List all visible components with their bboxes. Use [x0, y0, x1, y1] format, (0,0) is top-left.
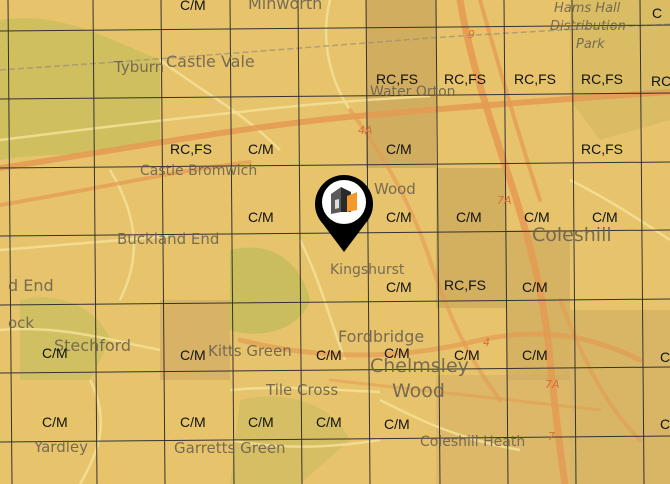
shaded-cell: [436, 168, 506, 308]
grid-cell-label[interactable]: C/M: [180, 0, 206, 13]
grid-cell-label[interactable]: RC,FS: [581, 141, 623, 157]
grid-cell-label[interactable]: RC,FS: [444, 71, 486, 87]
grid-cell-label[interactable]: C/M: [384, 416, 410, 432]
grid-cell-label[interactable]: C/M: [180, 347, 206, 363]
grid-line-horizontal: [0, 92, 670, 100]
road-number-label: 9: [468, 28, 475, 41]
shaded-cell: [570, 310, 670, 484]
grid-cell-label[interactable]: C/M: [386, 279, 412, 295]
grid-line-vertical: [503, 0, 509, 484]
grid-line-vertical: [571, 0, 577, 484]
location-pin-marker[interactable]: [311, 172, 377, 254]
grid-cell-label[interactable]: C/M: [456, 209, 482, 225]
grid-line-vertical: [297, 0, 303, 484]
park-area: [20, 297, 110, 380]
road-number-label: 4A: [358, 124, 373, 137]
grid-line-vertical: [7, 0, 13, 484]
grid-cell-label[interactable]: RC,FS: [581, 71, 623, 87]
grid-cell-label[interactable]: C: [660, 349, 670, 365]
grid-cell-label[interactable]: C: [652, 5, 663, 21]
grid-line-vertical: [639, 0, 645, 484]
grid-cell-label[interactable]: C/M: [386, 209, 412, 225]
shaded-cell: [506, 230, 570, 380]
road-number-label: 7: [548, 430, 555, 443]
park-area: [570, 0, 670, 140]
grid-cell-label[interactable]: C/M: [42, 414, 68, 430]
grid-cell-label[interactable]: C/M: [248, 209, 274, 225]
grid-line-horizontal: [0, 24, 670, 32]
grid-line-vertical: [365, 0, 371, 484]
grid-line-horizontal: [0, 161, 670, 169]
grid-cell-label[interactable]: RC,FS: [376, 71, 418, 87]
shaded-cell: [160, 300, 230, 380]
grid-cell-label[interactable]: C/M: [454, 347, 480, 363]
grid-line-vertical: [229, 0, 235, 484]
grid-cell-label[interactable]: C/M: [522, 347, 548, 363]
house-pin-icon: [315, 175, 373, 252]
grid-line-vertical: [160, 0, 166, 484]
grid-cell-label[interactable]: C: [660, 416, 670, 432]
park-area: [230, 247, 310, 334]
grid-cell-label[interactable]: C/M: [316, 414, 342, 430]
grid-cell-label[interactable]: RC: [651, 73, 670, 89]
grid-cell-label[interactable]: RC,FS: [444, 277, 486, 293]
road-number-label: 4: [483, 336, 490, 349]
grid-line-horizontal: [0, 435, 670, 443]
grid-cell-label[interactable]: C/M: [592, 209, 618, 225]
grid-cell-label[interactable]: C/M: [248, 141, 274, 157]
grid-cell-label[interactable]: RC,FS: [170, 141, 212, 157]
grid-cell-label[interactable]: C/M: [316, 347, 342, 363]
grid-line-vertical: [435, 0, 441, 484]
grid-cell-label[interactable]: C/M: [180, 414, 206, 430]
grid-cell-label[interactable]: C/M: [524, 209, 550, 225]
grid-cell-label[interactable]: C/M: [384, 345, 410, 361]
grid-line-vertical: [92, 0, 98, 484]
grid-cell-label[interactable]: C/M: [248, 414, 274, 430]
grid-cell-label[interactable]: C/M: [386, 141, 412, 157]
park-area: [230, 396, 350, 484]
road-number-label: 7A: [545, 378, 560, 391]
grid-line-horizontal: [0, 366, 670, 374]
grid-cell-label[interactable]: C/M: [522, 279, 548, 295]
road-number-label: 7A: [497, 194, 512, 207]
railway: [0, 23, 670, 71]
grid-line-horizontal: [0, 298, 670, 306]
grid-cell-label[interactable]: C/M: [42, 345, 68, 361]
grid-cell-label[interactable]: RC,FS: [514, 71, 556, 87]
